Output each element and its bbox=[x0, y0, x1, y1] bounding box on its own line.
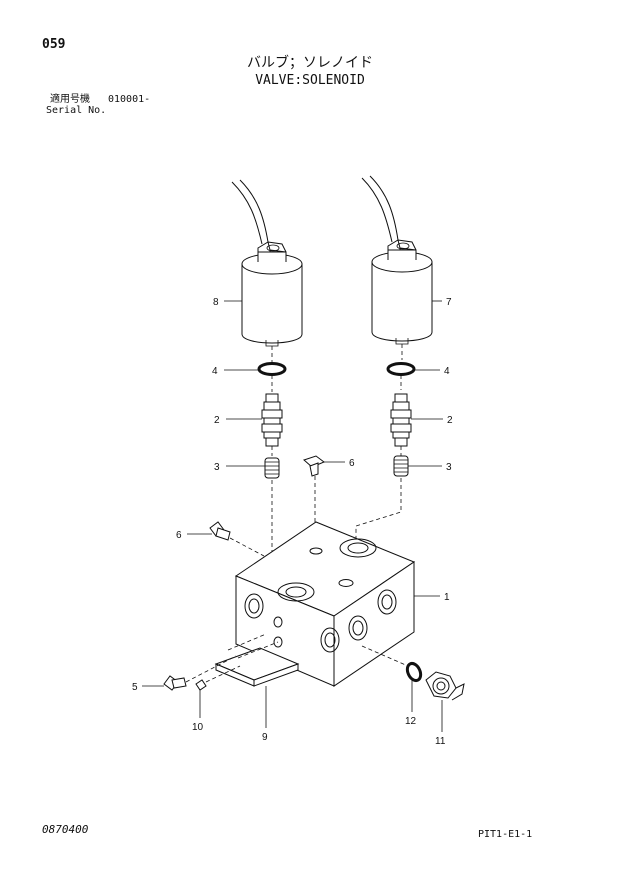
callout-9: 9 bbox=[262, 732, 268, 743]
callout-2-left: 2 bbox=[214, 415, 220, 426]
callout-1: 1 bbox=[444, 592, 450, 603]
callout-11: 11 bbox=[435, 736, 446, 747]
callout-3-right: 3 bbox=[446, 462, 452, 473]
title-english: VALVE:SOLENOID bbox=[255, 73, 365, 88]
serial-label-english: Serial No. bbox=[46, 105, 107, 116]
callout-8: 8 bbox=[213, 297, 219, 308]
spool-left bbox=[261, 393, 283, 456]
callout-6-top: 6 bbox=[349, 458, 355, 469]
sheet-code: PIT1-E1-1 bbox=[478, 829, 533, 840]
callout-7: 7 bbox=[446, 297, 452, 308]
cover-plate bbox=[214, 633, 300, 687]
valve-body bbox=[234, 521, 416, 687]
callout-4-left: 4 bbox=[212, 366, 218, 377]
serial-number: 010001- bbox=[108, 94, 151, 105]
spool-right bbox=[390, 393, 412, 456]
page-number: 059 bbox=[42, 37, 66, 52]
plug-left bbox=[209, 521, 265, 557]
callout-labels: 8 7 4 4 2 2 3 3 6 6 1 5 10 9 12 11 bbox=[132, 297, 453, 747]
o-ring-right bbox=[386, 362, 416, 390]
leader-lines bbox=[142, 300, 443, 732]
document-code: 0870400 bbox=[42, 823, 89, 836]
callout-2-right: 2 bbox=[447, 415, 453, 426]
serial-label-japanese: 適用号機 bbox=[50, 94, 90, 105]
o-ring-left bbox=[257, 362, 287, 392]
solenoid-coil-right bbox=[361, 175, 433, 360]
plug-bottom-right bbox=[425, 671, 465, 701]
callout-5: 5 bbox=[132, 682, 138, 693]
callout-3-left: 3 bbox=[214, 462, 220, 473]
callout-6-left: 6 bbox=[176, 530, 182, 541]
screw bbox=[195, 665, 241, 691]
title-japanese: バルブ；ソレノイド bbox=[247, 55, 373, 71]
callout-12: 12 bbox=[405, 716, 417, 727]
callout-10: 10 bbox=[192, 722, 204, 733]
o-ring-bottom bbox=[361, 645, 423, 683]
callout-4-right: 4 bbox=[444, 366, 450, 377]
solenoid-coil-left bbox=[231, 179, 303, 362]
plug-bottom-left bbox=[163, 655, 237, 691]
